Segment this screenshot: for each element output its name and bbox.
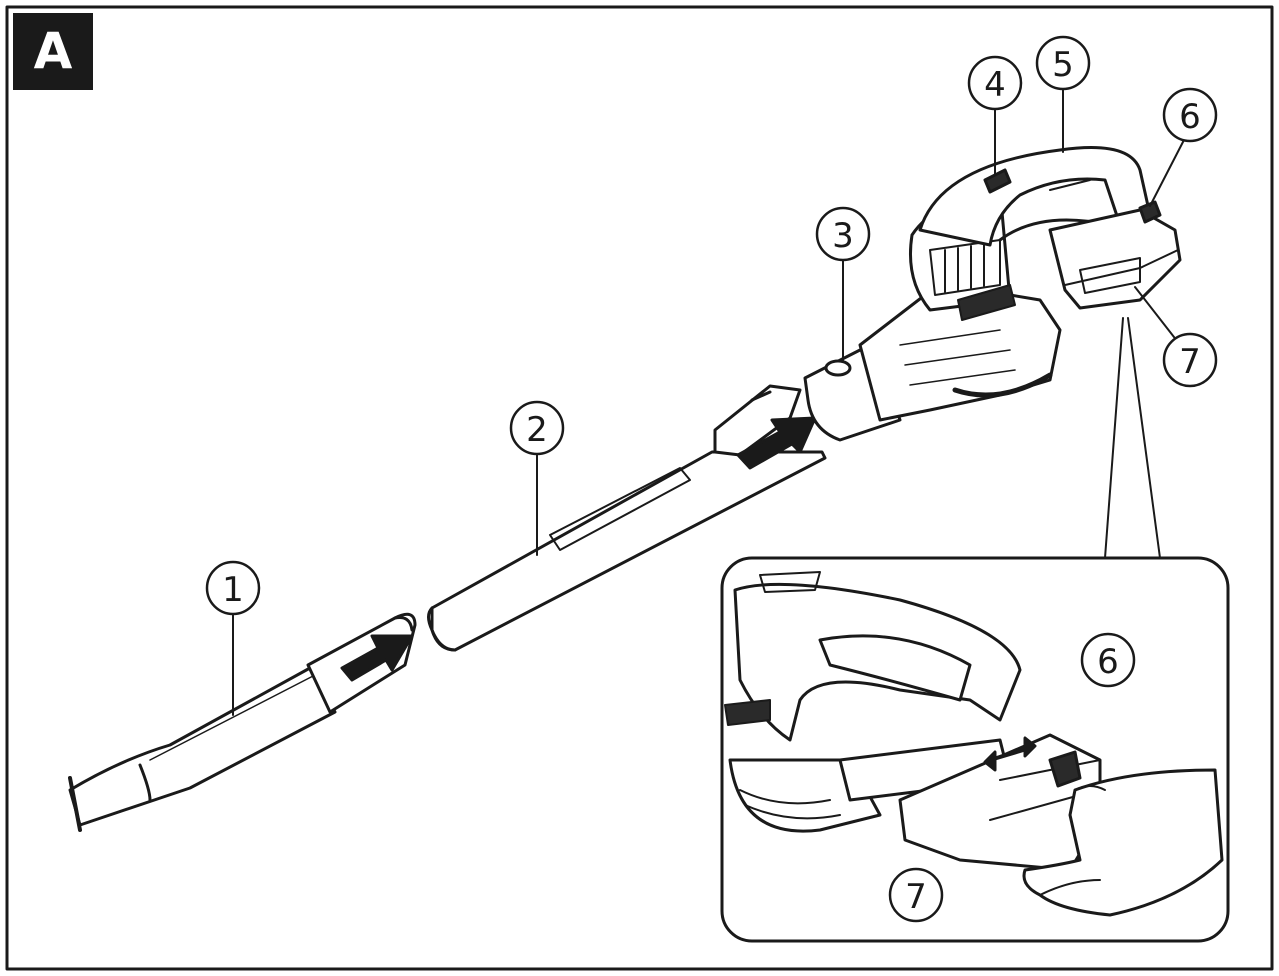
figure-frame [5, 5, 1274, 971]
callout-label-4: 4 [984, 65, 1006, 105]
nozzle-part [68, 612, 417, 832]
callout-label-3: 3 [832, 216, 854, 256]
panel-letter: A [13, 13, 93, 90]
callout-label-1: 1 [222, 570, 244, 610]
insert-arrow-icon [340, 634, 414, 682]
callout-labels: 1 2 3 4 5 6 7 6 7 [222, 45, 1201, 917]
blower-tube-part [427, 384, 827, 652]
blower-body [803, 146, 1182, 442]
battery-release-inset [720, 556, 1230, 943]
callout-label-6: 6 [1179, 97, 1201, 137]
inset-callout-label-6: 6 [1097, 642, 1119, 682]
callout-label-7: 7 [1179, 342, 1201, 382]
insert-arrow-icon [736, 416, 817, 470]
callout-circles [205, 35, 1218, 923]
inset-callout-label-7: 7 [905, 877, 927, 917]
slide-arrow-icon [983, 736, 1037, 772]
callout-label-5: 5 [1052, 45, 1074, 85]
callout-label-2: 2 [526, 410, 548, 450]
